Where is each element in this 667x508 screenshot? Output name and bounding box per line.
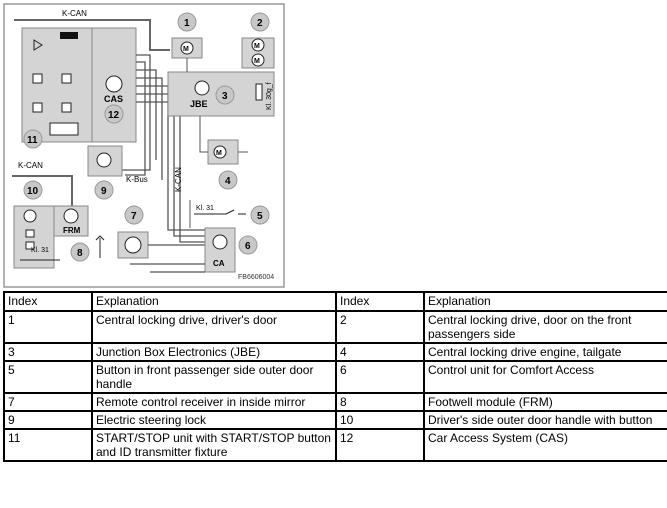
frm-label: FRM bbox=[63, 226, 81, 235]
motor-2b-label: M bbox=[254, 58, 260, 65]
explanation-cell: Car Access System (CAS) bbox=[423, 428, 667, 462]
svg-text:2: 2 bbox=[257, 18, 263, 29]
index-cell: 6 bbox=[335, 360, 425, 394]
callout-8: 8 bbox=[70, 242, 90, 262]
callout-2: 2 bbox=[250, 12, 270, 32]
explanation-cell: Driver's side outer door handle with but… bbox=[423, 410, 667, 430]
callout-1: 1 bbox=[177, 12, 197, 32]
explanation-cell: Control unit for Comfort Access bbox=[423, 360, 667, 394]
motor-2: M M bbox=[241, 37, 275, 69]
callout-7: 7 bbox=[124, 205, 144, 225]
svg-text:6: 6 bbox=[245, 241, 251, 252]
index-cell: 3 bbox=[3, 342, 93, 362]
svg-text:3: 3 bbox=[222, 91, 228, 102]
svg-text:8: 8 bbox=[77, 248, 83, 259]
index-cell: 9 bbox=[3, 410, 93, 430]
table-row: 11 START/STOP unit with START/STOP butto… bbox=[3, 428, 667, 462]
callout-11: 11 bbox=[23, 129, 43, 149]
header-explanation-1: Explanation bbox=[91, 291, 337, 312]
header-explanation-2: Explanation bbox=[423, 291, 667, 312]
table-row: 1 Central locking drive, driver's door 2… bbox=[3, 310, 667, 344]
motor-4-label: M bbox=[216, 150, 222, 157]
index-cell: 11 bbox=[3, 428, 93, 462]
k-can-label-left: K-CAN bbox=[18, 161, 43, 170]
index-cell: 8 bbox=[335, 392, 425, 412]
svg-text:12: 12 bbox=[108, 110, 120, 121]
callout-9: 9 bbox=[94, 180, 114, 200]
wiring-diagram: K-CAN CAS K-Bus K-CAN bbox=[3, 3, 285, 288]
kl31-label-frm: Kl. 31 bbox=[31, 247, 49, 254]
motor-1-label: M bbox=[183, 46, 189, 53]
table-row: 5 Button in front passenger side outer d… bbox=[3, 360, 667, 394]
explanation-cell: Electric steering lock bbox=[91, 410, 337, 430]
callouts: 1 2 3 4 5 6 7 8 9 10 11 12 bbox=[23, 12, 270, 262]
index-cell: 12 bbox=[335, 428, 425, 462]
svg-text:4: 4 bbox=[225, 176, 231, 187]
explanation-cell: Footwell module (FRM) bbox=[423, 392, 667, 412]
index-cell: 7 bbox=[3, 392, 93, 412]
callout-3: 3 bbox=[215, 85, 235, 105]
motor-4: M bbox=[199, 116, 248, 165]
explanation-cell: Junction Box Electronics (JBE) bbox=[91, 342, 337, 362]
header-index-2: Index bbox=[335, 291, 425, 312]
k-can-label-vertical: K-CAN bbox=[174, 167, 183, 192]
callout-4: 4 bbox=[218, 170, 238, 190]
ca-module: CA bbox=[130, 227, 236, 273]
cas-module: CAS bbox=[91, 27, 137, 143]
explanation-cell: Central locking drive, driver's door bbox=[91, 310, 337, 344]
table-header-row: Index Explanation Index Explanation bbox=[3, 291, 667, 312]
svg-text:7: 7 bbox=[131, 211, 137, 222]
callout-10: 10 bbox=[23, 180, 43, 200]
table-row: 9 Electric steering lock 10 Driver's sid… bbox=[3, 410, 667, 430]
start-stop-unit bbox=[21, 27, 93, 143]
table-row: 3 Junction Box Electronics (JBE) 4 Centr… bbox=[3, 342, 667, 362]
index-cell: 1 bbox=[3, 310, 93, 344]
cas-label: CAS bbox=[104, 94, 123, 104]
remote-receiver bbox=[95, 231, 205, 259]
index-cell: 5 bbox=[3, 360, 93, 394]
callout-5: 5 bbox=[250, 205, 270, 225]
explanation-cell: Button in front passenger side outer doo… bbox=[91, 360, 337, 394]
steering-lock: K-Bus bbox=[87, 145, 148, 184]
svg-text:9: 9 bbox=[101, 186, 107, 197]
motor-2-label: M bbox=[254, 43, 260, 50]
harness-lines bbox=[122, 54, 205, 243]
reference-code: FB6606004 bbox=[238, 274, 274, 281]
passenger-door-button: Kl. 31 bbox=[189, 200, 246, 228]
legend-table: Index Explanation Index Explanation 1 Ce… bbox=[3, 291, 667, 462]
svg-text:11: 11 bbox=[27, 135, 38, 146]
ca-label: CA bbox=[213, 259, 225, 268]
callout-6: 6 bbox=[238, 235, 258, 255]
svg-text:1: 1 bbox=[184, 18, 190, 29]
index-cell: 4 bbox=[335, 342, 425, 362]
header-index-1: Index bbox=[3, 291, 93, 312]
kl30g-label: Kl. 30g_f bbox=[266, 82, 273, 110]
explanation-cell: START/STOP unit with START/STOP button a… bbox=[91, 428, 337, 462]
k-bus-label: K-Bus bbox=[126, 175, 148, 184]
explanation-cell: Remote control receiver in inside mirror bbox=[91, 392, 337, 412]
explanation-cell: Central locking drive engine, tailgate bbox=[423, 342, 667, 362]
callout-12: 12 bbox=[104, 104, 124, 124]
svg-text:5: 5 bbox=[257, 211, 263, 222]
frm-module: FRM Kl. 31 bbox=[13, 205, 89, 269]
motor-1: M bbox=[171, 37, 203, 72]
explanation-cell: Central locking drive, door on the front… bbox=[423, 310, 667, 344]
table-row: 7 Remote control receiver in inside mirr… bbox=[3, 392, 667, 412]
svg-text:10: 10 bbox=[27, 186, 39, 197]
k-can-label-top: K-CAN bbox=[62, 9, 87, 18]
index-cell: 10 bbox=[335, 410, 425, 430]
index-cell: 2 bbox=[335, 310, 425, 344]
jbe-label: JBE bbox=[190, 99, 208, 109]
kl31-label-button: Kl. 31 bbox=[196, 205, 214, 212]
